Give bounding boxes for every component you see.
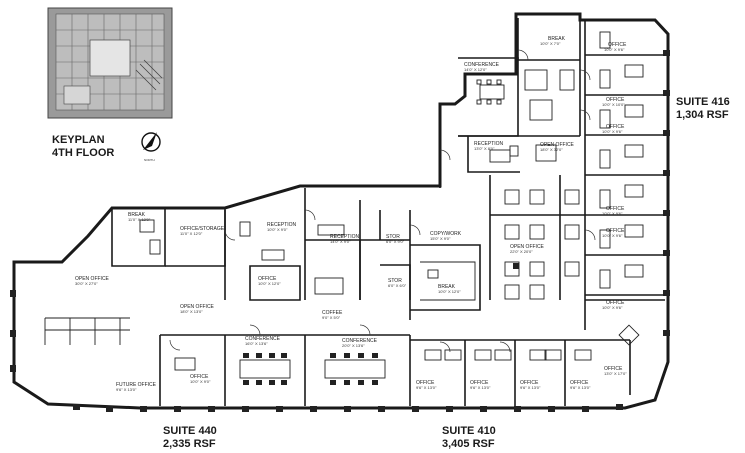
room-label: OPEN OFFICE bbox=[540, 142, 575, 148]
room-dims: 9'6" X 13'0" bbox=[416, 385, 437, 390]
room-label: CONFERENCE bbox=[342, 338, 378, 344]
room-label: OFFICE/STORAGE bbox=[180, 226, 225, 232]
room-dims: 18'0" X 13'0" bbox=[180, 309, 203, 314]
room-dims: 10'0" X 9'6" bbox=[604, 47, 625, 52]
room-dims: 22'0" X 20'0" bbox=[510, 249, 533, 254]
suite-label-440: SUITE 440 2,335 RSF bbox=[163, 425, 217, 451]
keyplan-title-line2: 4TH FLOOR bbox=[52, 147, 115, 159]
room-dims: 10'0" X 10'0" bbox=[602, 102, 625, 107]
facade-columns bbox=[10, 50, 670, 412]
room-dims: 14'0" X 9'0" bbox=[330, 239, 351, 244]
suite-area: 3,405 RSF bbox=[442, 438, 495, 450]
suite-label-416: SUITE 416 1,304 RSF bbox=[676, 96, 730, 122]
room-label: FUTURE OFFICE bbox=[116, 382, 157, 388]
suite-label-410: SUITE 410 3,405 RSF bbox=[442, 425, 496, 451]
keyplan-thumbnail bbox=[47, 7, 173, 119]
north-arrow-icon: NORTH bbox=[141, 132, 161, 162]
door-swings bbox=[169, 49, 596, 353]
room-dims: 9'6" X 13'0" bbox=[520, 385, 541, 390]
room-label: OPEN OFFICE bbox=[510, 244, 545, 250]
room-dims: 18'0" X 32'0" bbox=[540, 147, 563, 152]
room-dims: 13'0" X 17'0" bbox=[604, 371, 627, 376]
room-dims: 10'0" X 7'0" bbox=[540, 41, 561, 46]
room-dims: 13'0" X 8'0" bbox=[474, 146, 495, 151]
room-dims: 10'0" X 9'6" bbox=[602, 211, 623, 216]
room-label: RECEPTION bbox=[330, 234, 360, 240]
room-dims: 6'0" X 9'0" bbox=[386, 239, 405, 244]
suite-name: SUITE 410 bbox=[442, 425, 496, 437]
room-dims: 10'0" X 9'6" bbox=[602, 129, 623, 134]
room-label: OFFICE bbox=[190, 374, 209, 380]
room-dims: 10'0" X 9'6" bbox=[602, 305, 623, 310]
suite-name: SUITE 440 bbox=[163, 425, 217, 437]
room-label: CONFERENCE bbox=[245, 336, 281, 342]
room-label: OFFICE bbox=[606, 206, 625, 212]
suite-name: SUITE 416 bbox=[676, 96, 730, 108]
room-dims: 16'0" X 13'6" bbox=[245, 341, 268, 346]
room-label: OPEN OFFICE bbox=[180, 304, 215, 310]
room-dims: 30'0" X 27'0" bbox=[75, 281, 98, 286]
suite-area: 2,335 RSF bbox=[163, 438, 216, 450]
suite-area: 1,304 RSF bbox=[676, 109, 729, 121]
interior-walls bbox=[14, 18, 665, 406]
room-dims: 11'0" X 12'0" bbox=[180, 231, 203, 236]
room-label: OFFICE bbox=[416, 380, 435, 386]
room-dims: 10'0" X 9'0" bbox=[267, 227, 288, 232]
room-label: OFFICE bbox=[606, 300, 625, 306]
room-label: OFFICE bbox=[606, 228, 625, 234]
room-label: OFFICE bbox=[606, 124, 625, 130]
room-label: OFFICE bbox=[258, 276, 277, 282]
room-label: BREAK bbox=[548, 36, 566, 42]
room-label: RECEPTION bbox=[474, 141, 504, 147]
room-dims: 9'6" X 13'0" bbox=[470, 385, 491, 390]
room-dims: 10'0" X 9'6" bbox=[602, 233, 623, 238]
room-dims: 10'0" X 9'0" bbox=[190, 379, 211, 384]
room-dims: 9'6" X 13'0" bbox=[570, 385, 591, 390]
room-label: RECEPTION bbox=[267, 222, 297, 228]
room-label: COFFEE bbox=[322, 310, 343, 316]
room-dims: 11'0" X 12'0" bbox=[128, 217, 151, 222]
keyplan-title-line1: KEYPLAN bbox=[52, 134, 105, 146]
room-label: OFFICE bbox=[570, 380, 589, 386]
room-dims: 20'0" X 13'6" bbox=[342, 343, 365, 348]
room-label: COPY/WORK bbox=[430, 231, 462, 237]
room-dims: 10'0" X 12'0" bbox=[258, 281, 281, 286]
room-dims: 9'0" X 5'0" bbox=[322, 315, 341, 320]
room-label: STOR bbox=[386, 234, 400, 240]
north-label: NORTH bbox=[144, 158, 155, 162]
keyplan-title: KEYPLAN 4TH FLOOR bbox=[52, 134, 114, 160]
room-label: STOR bbox=[388, 278, 402, 284]
room-label: OFFICE bbox=[604, 366, 623, 372]
room-label: OFFICE bbox=[470, 380, 489, 386]
room-dims: 9'6" X 13'0" bbox=[116, 387, 137, 392]
room-label: OPEN OFFICE bbox=[75, 276, 110, 282]
furniture bbox=[44, 31, 644, 385]
room-label: BREAK bbox=[438, 284, 456, 290]
room-label: CONFERENCE bbox=[464, 62, 500, 68]
room-label: OFFICE bbox=[520, 380, 539, 386]
room-dims: 14'0" X 12'0" bbox=[464, 67, 487, 72]
room-label: BREAK bbox=[128, 212, 146, 218]
room-label: OFFICE bbox=[606, 97, 625, 103]
room-label: OFFICE bbox=[608, 42, 627, 48]
room-dims: 6'0" X 6'0" bbox=[388, 283, 407, 288]
room-dims: 15'0" X 9'0" bbox=[430, 236, 451, 241]
room-dims: 10'0" X 12'0" bbox=[438, 289, 461, 294]
